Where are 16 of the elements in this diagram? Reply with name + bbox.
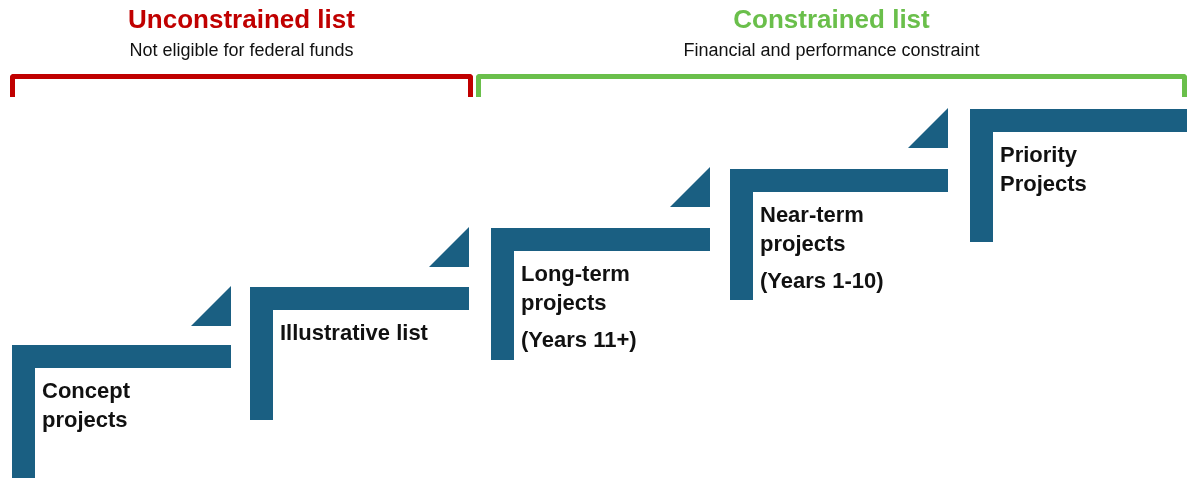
step-label: Concept projects — [42, 377, 131, 434]
group-subtitle: Financial and performance constraint — [683, 39, 980, 61]
step-shape — [491, 228, 710, 360]
step-label: Illustrative list — [280, 319, 428, 347]
group-subtitle: Not eligible for federal funds — [129, 39, 354, 61]
step-label: Near-term projects — [760, 201, 865, 258]
step-shape — [970, 109, 1187, 242]
group-heading: Unconstrained list — [128, 3, 355, 35]
step-shape — [250, 287, 469, 420]
group-heading: Constrained list — [733, 3, 930, 35]
step-label: (Years 1-10) — [760, 267, 884, 295]
step-label: Long-term projects — [521, 260, 631, 317]
step-label: (Years 11+) — [521, 326, 637, 354]
step-label: Priority Projects — [1000, 141, 1088, 198]
step-shape — [730, 169, 948, 300]
step-shape — [12, 345, 231, 478]
